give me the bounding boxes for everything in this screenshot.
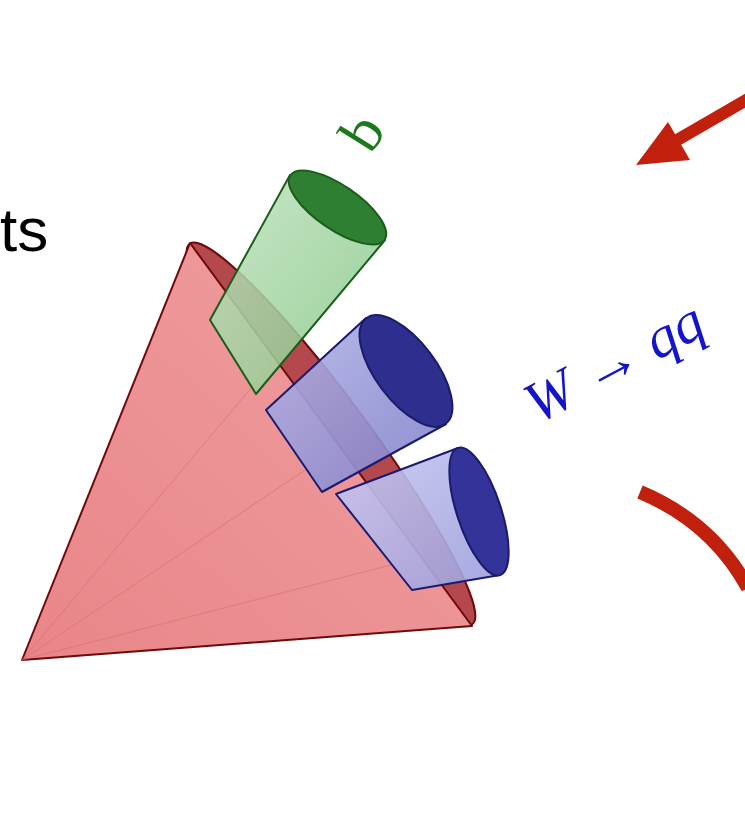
b-subjet-rim — [278, 157, 397, 258]
red-arrow-shaft — [672, 92, 745, 143]
w-subjet-rim — [342, 300, 469, 442]
w-subjet-rim — [437, 441, 521, 582]
cut-label: ts — [0, 199, 48, 261]
w-decay-label: W → qq — [515, 291, 713, 433]
b-quark-label: b — [329, 103, 396, 160]
red-arc — [640, 492, 745, 588]
red-arrow-head — [636, 122, 690, 165]
